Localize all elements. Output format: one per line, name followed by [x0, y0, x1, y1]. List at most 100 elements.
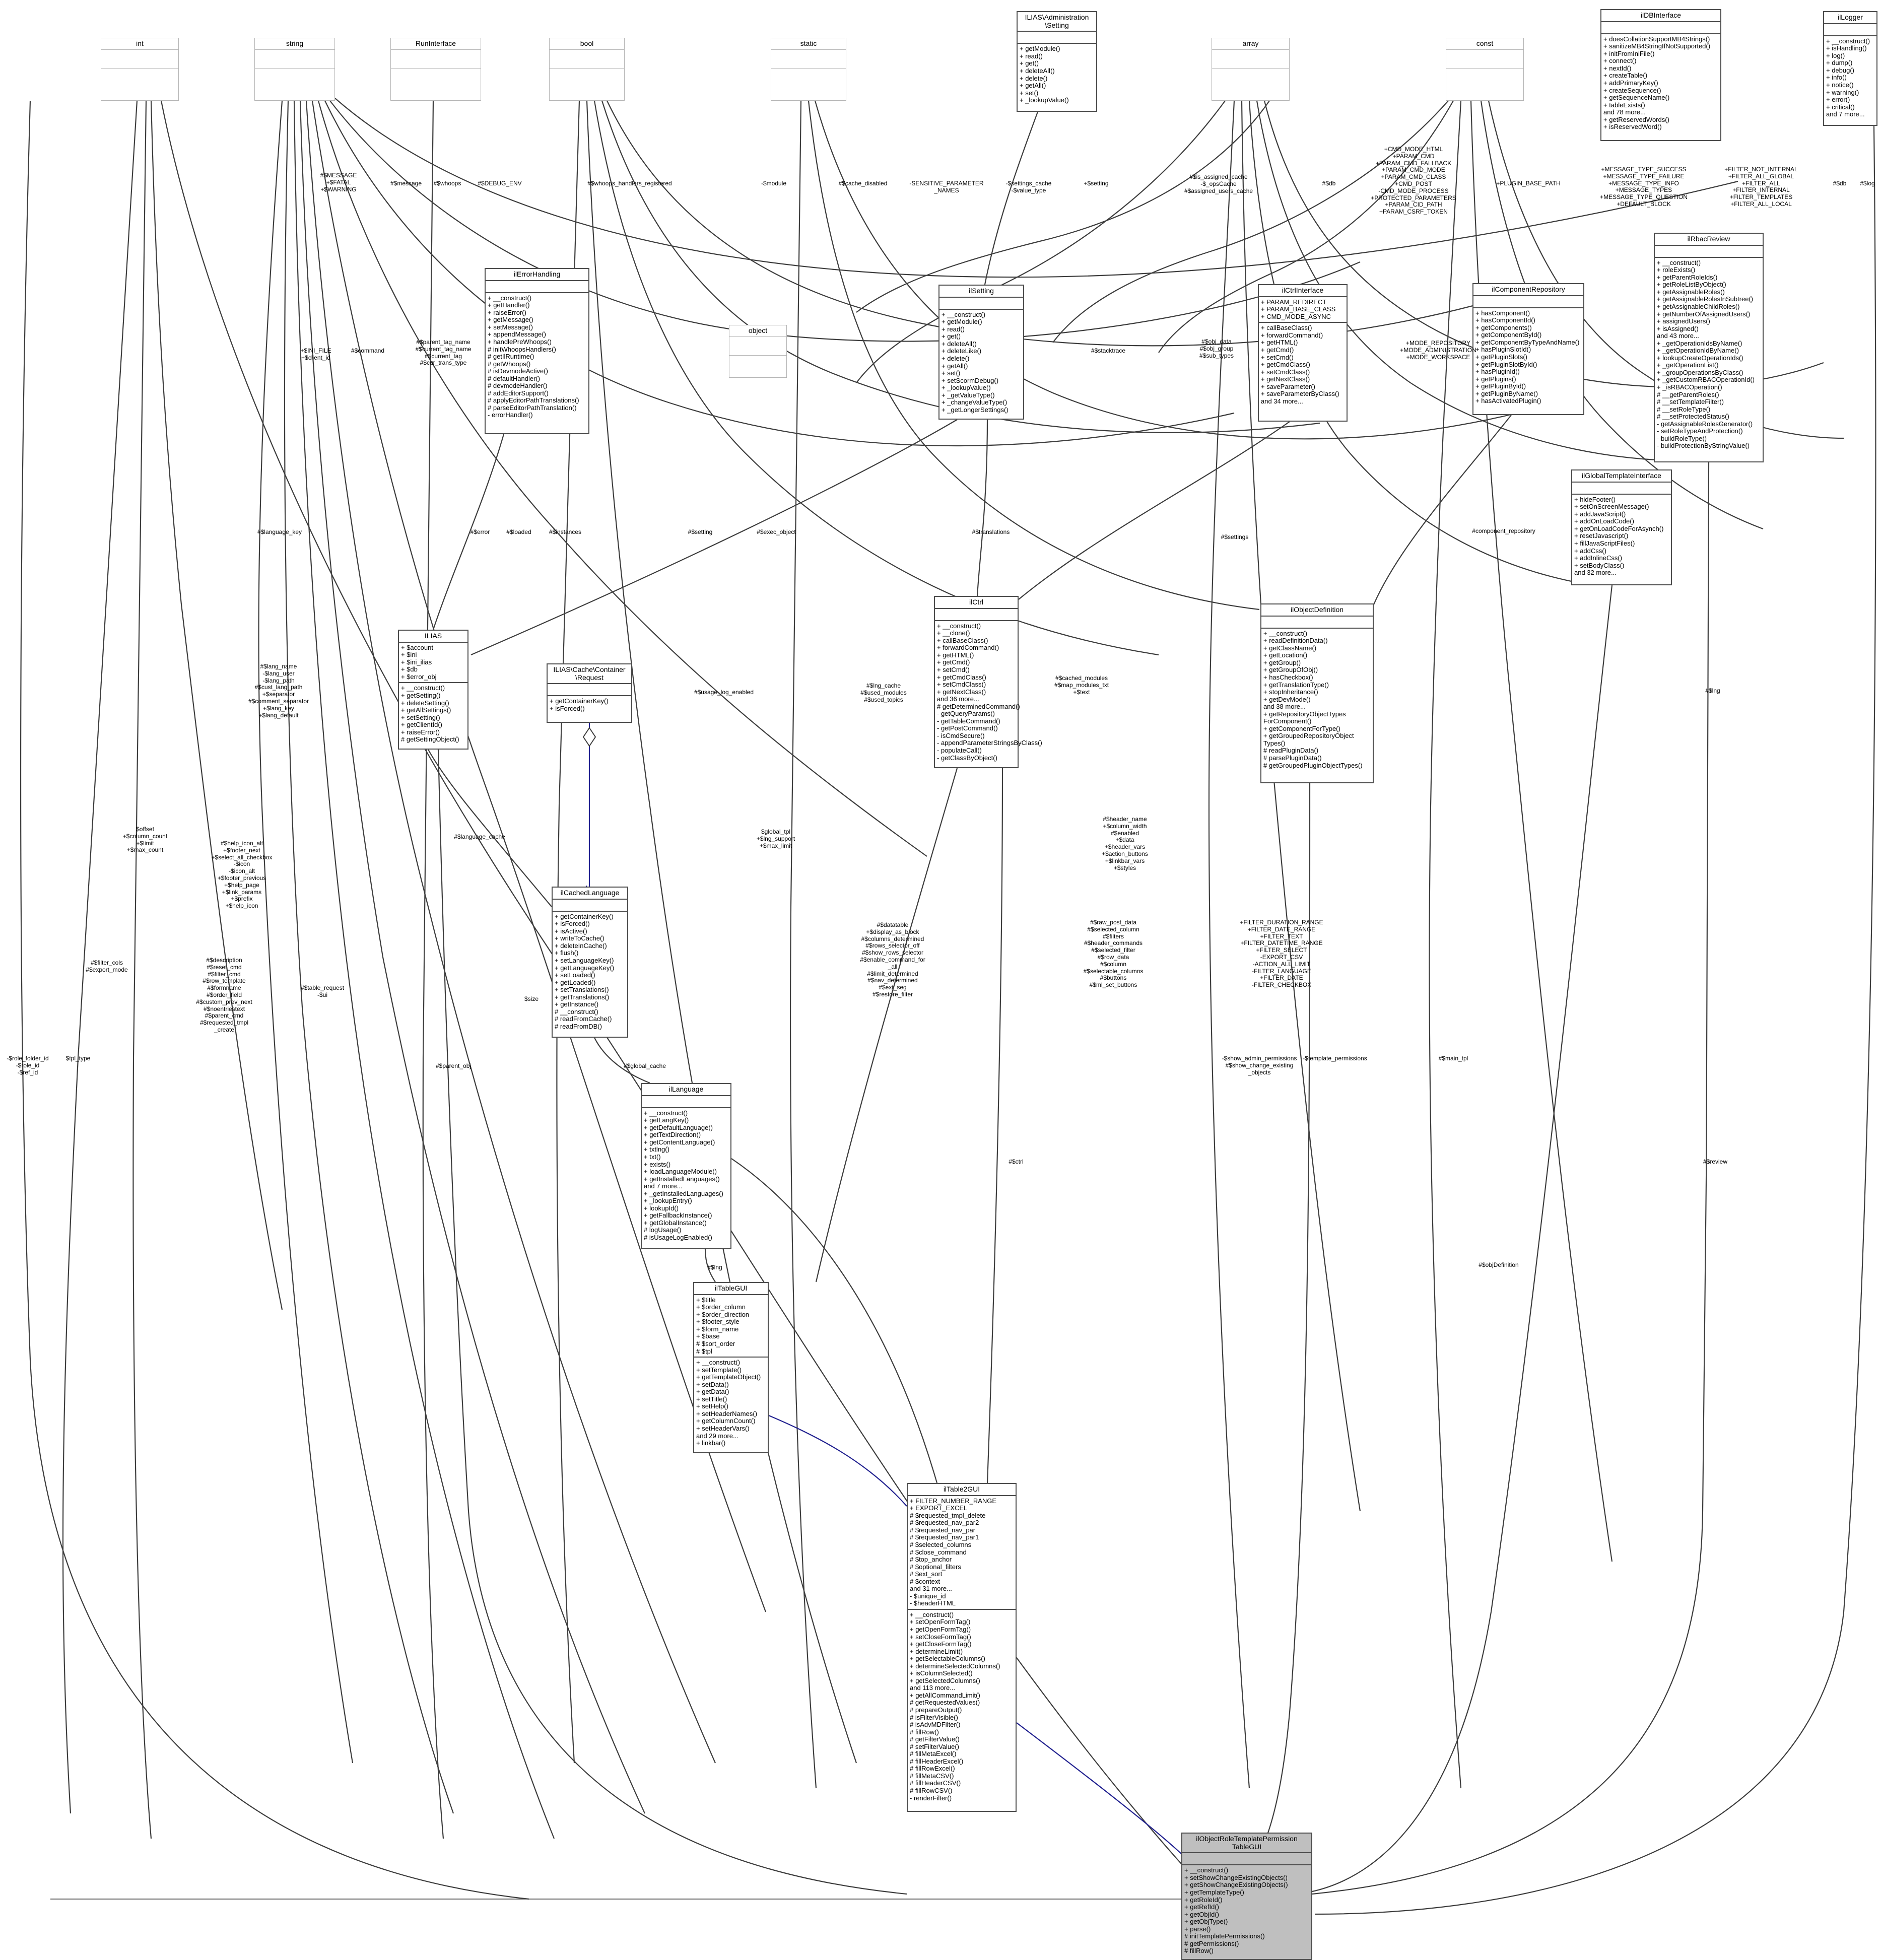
class-operation: and 32 more...: [1574, 569, 1617, 577]
class-operation: + _isRBACOperation(): [1657, 383, 1722, 391]
class-node-attributes: [1473, 296, 1583, 308]
class-attribute: # $requested_tmpl_delete: [910, 1511, 986, 1519]
edge-label: #$language_key: [257, 528, 302, 535]
class-operation: + getAssignableRoles(): [1657, 288, 1725, 296]
class-node-attributes: [255, 50, 334, 69]
class-node-ILIASCacheContainerRequest[interactable]: ILIAS\Cache\Container \Request+ getConta…: [547, 663, 632, 723]
class-operation: + getAssignableRolesInSubtree(): [1657, 295, 1754, 303]
class-operation: + saveParameter(): [1261, 382, 1316, 390]
class-operation: + setTranslations(): [555, 986, 609, 994]
class-operation: - populateCall(): [937, 746, 982, 754]
class-node-ilCachedLanguage[interactable]: ilCachedLanguage+ getContainerKey()+ isF…: [552, 887, 628, 1038]
class-operation: # setFilterValue(): [910, 1742, 960, 1750]
class-node-title: ILIAS\Administration \Setting: [1018, 12, 1096, 32]
class-node-bool[interactable]: bool: [549, 38, 625, 101]
class-operation: # isDevmodeActive(): [488, 367, 548, 375]
class-node-operations: [771, 69, 846, 87]
class-node-ilComponentRepository[interactable]: ilComponentRepository+ hasComponent()+ h…: [1472, 283, 1584, 415]
class-operation: and 36 more...: [937, 695, 979, 703]
class-attribute: # $requested_nav_par1: [910, 1533, 979, 1541]
class-operation: + getClassName(): [1263, 644, 1317, 652]
class-operation: + _getOperationIdsByName(): [1657, 339, 1742, 347]
edge-label: +$setting: [1084, 180, 1109, 187]
class-operation: + getRoleId(): [1184, 1896, 1223, 1904]
class-operation: + hasComponent(): [1475, 309, 1530, 317]
class-operation: + getContainerKey(): [555, 912, 614, 920]
class-operation: + getComponentForType(): [1263, 724, 1340, 732]
class-attribute: + $title: [696, 1296, 716, 1304]
class-operation: # defaultHandler(): [488, 374, 541, 382]
class-node-ilObjectDefinition[interactable]: ilObjectDefinition+ __construct()+ readD…: [1260, 603, 1374, 783]
class-operation: + getObjType(): [1184, 1918, 1228, 1926]
class-operation: + setHeaderVars(): [696, 1424, 750, 1432]
class-node-title: RunInterface: [391, 38, 481, 50]
class-node-title: const: [1446, 38, 1523, 50]
class-node-ilLogger[interactable]: ilLogger+ __construct()+ isHandling()+ l…: [1823, 11, 1877, 126]
class-node-ilObjectRoleTemplatePermissionTableGUI[interactable]: ilObjectRoleTemplatePermission TableGUI+…: [1181, 1833, 1312, 1960]
class-node-operations: [1446, 69, 1523, 87]
class-node-string[interactable]: string: [254, 38, 335, 101]
class-operation: + forwardCommand(): [937, 644, 999, 652]
class-node-array[interactable]: array: [1212, 38, 1290, 101]
edge-label: +MESSAGE_TYPE_SUCCESS +MESSAGE_TYPE_FAIL…: [1600, 166, 1688, 208]
class-operation: # isUsageLogEnabled(): [644, 1233, 712, 1241]
class-attribute: + $footer_style: [696, 1318, 740, 1326]
edge-label: -SENSITIVE_PARAMETER _NAMES: [909, 180, 984, 194]
class-attribute: # $selected_columns: [910, 1540, 972, 1548]
class-operation: + createSequence(): [1603, 86, 1661, 94]
class-operation: # getDeterminedCommand(): [937, 702, 1020, 710]
class-node-attributes: [548, 684, 631, 697]
class-node-ilRbacReview[interactable]: ilRbacReview+ __construct()+ roleExists(…: [1654, 233, 1764, 462]
class-operation: + getGroupOfObj(): [1263, 666, 1318, 674]
class-attribute: + CMD_MODE_ASYNC: [1261, 312, 1331, 320]
class-operation: + txtlng(): [644, 1145, 669, 1154]
class-attribute: and 31 more...: [910, 1585, 952, 1593]
class-node-static[interactable]: static: [771, 38, 846, 101]
class-operation: + getAllCommandLimit(): [910, 1691, 980, 1699]
class-attribute: + $error_obj: [401, 672, 437, 681]
class-operation: + addCss(): [1574, 547, 1606, 555]
class-node-ilErrorHandling[interactable]: ilErrorHandling+ __construct()+ getHandl…: [485, 268, 589, 434]
class-operation: + getGlobalInstance(): [644, 1219, 707, 1227]
edge-label: #$translations: [972, 528, 1010, 535]
class-node-int[interactable]: int: [101, 38, 179, 101]
class-operation: # applyEditorPathTranslations(): [488, 396, 579, 404]
class-attribute: + $db: [401, 665, 418, 673]
class-operation: + getSetting(): [401, 691, 441, 699]
class-operation: and 7 more...: [644, 1182, 683, 1190]
class-operation: + lookupCreateOperationIds(): [1657, 354, 1743, 362]
class-node-ilCtrlInterface[interactable]: ilCtrlInterface+ PARAM_REDIRECT+ PARAM_B…: [1258, 284, 1348, 422]
class-node-ilTable2GUI[interactable]: ilTable2GUI+ FILTER_NUMBER_RANGE+ EXPORT…: [907, 1483, 1017, 1812]
class-node-RunInterface[interactable]: RunInterface: [390, 38, 481, 101]
class-operation: + initFromIniFile(): [1603, 49, 1655, 57]
class-operation: + read(): [942, 325, 965, 333]
class-node-ilDBInterface[interactable]: ilDBInterface+ doesCollationSupportMB4St…: [1600, 9, 1721, 141]
edge-label: #$header_name +$column_width #$enabled +…: [1102, 816, 1148, 871]
class-node-title: int: [101, 38, 178, 50]
class-node-ilGlobalTemplateInterface[interactable]: ilGlobalTemplateInterface+ hideFooter()+…: [1571, 469, 1672, 585]
class-operation: + getSelectedColumns(): [910, 1676, 980, 1684]
class-attribute: + $form_name: [696, 1325, 739, 1333]
class-node-const[interactable]: const: [1446, 38, 1524, 101]
edge-label: #$datatable +$display_as_block #$columns…: [860, 921, 925, 998]
class-node-ilTableGUI[interactable]: ilTableGUI+ $title+ $order_column+ $orde…: [693, 1282, 769, 1453]
class-operation: + stopInheritance(): [1263, 688, 1318, 696]
edge-label: -$module: [761, 180, 787, 187]
class-node-ilSetting[interactable]: ilSetting+ __construct()+ getModule()+ r…: [938, 285, 1024, 420]
class-operation: + addOnLoadCode(): [1574, 517, 1634, 525]
class-operation: + delete(): [1020, 74, 1048, 82]
edge-label: #$stacktrace: [1091, 347, 1126, 354]
class-operation: + getAll(): [942, 362, 968, 370]
class-node-operations: + callBaseClass()+ forwardCommand()+ get…: [1259, 323, 1347, 407]
class-operation: + createTable(): [1603, 72, 1648, 80]
class-operation: + isActive(): [555, 927, 587, 935]
class-node-ILIAS[interactable]: ILIAS+ $account+ $ini+ $ini_ilias+ $db+ …: [398, 630, 468, 750]
class-node-ILIASAdministrationSetting[interactable]: ILIAS\Administration \Setting+ getModule…: [1017, 11, 1097, 112]
class-operation: + getDevMode(): [1263, 695, 1311, 703]
class-node-ilLanguage[interactable]: ilLanguage+ __construct()+ getLangKey()+…: [641, 1083, 731, 1249]
class-node-ilCtrl[interactable]: ilCtrl+ __construct()+ __clone()+ callBa…: [934, 596, 1042, 768]
class-node-object[interactable]: object: [729, 325, 787, 378]
class-operation: + getObjId(): [1184, 1910, 1220, 1918]
edge-label: #$loaded: [506, 528, 531, 535]
